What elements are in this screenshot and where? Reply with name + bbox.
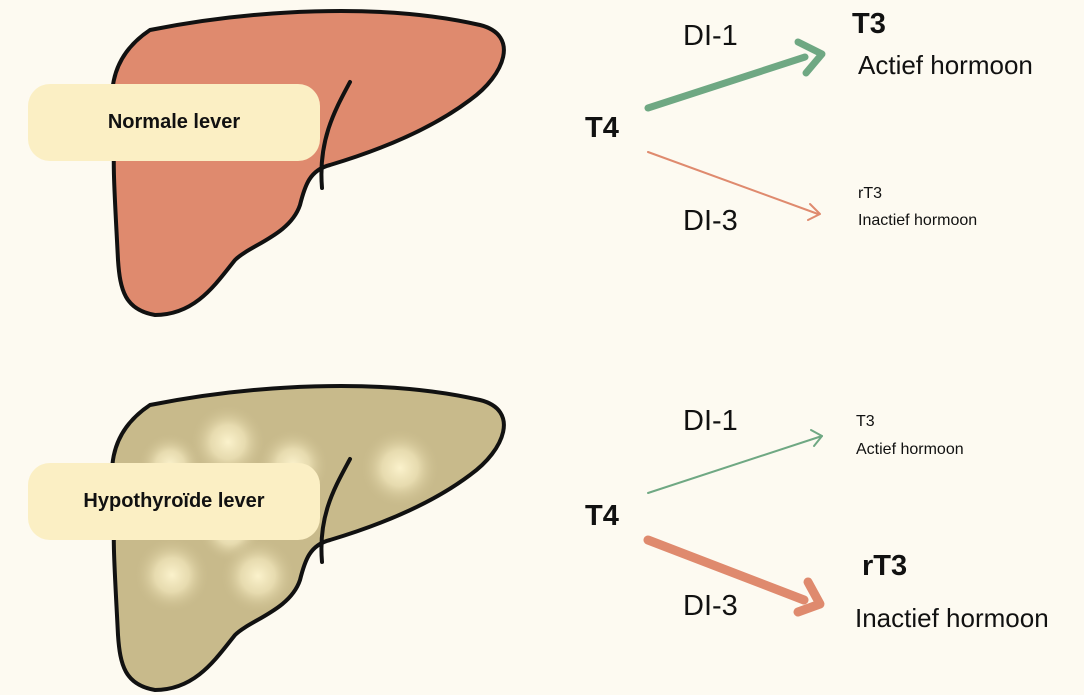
normal-liver bbox=[112, 11, 504, 315]
hypo-down-product: rT3 bbox=[862, 550, 907, 583]
hypo-down-desc: Inactief hormoon bbox=[855, 603, 1049, 634]
normal-down-product: rT3 bbox=[858, 185, 882, 203]
normal-up-desc: Actief hormoon bbox=[858, 50, 1033, 81]
hypo-up-arrow bbox=[648, 430, 822, 493]
hypo-up-desc: Actief hormoon bbox=[856, 441, 964, 459]
normal-down-enzyme: DI-3 bbox=[683, 205, 738, 238]
normal-up-enzyme: DI-1 bbox=[683, 20, 738, 53]
normal-liver-label: Normale lever bbox=[28, 84, 320, 161]
hypo-up-enzyme: DI-1 bbox=[683, 405, 738, 438]
hypo-up-product: T3 bbox=[856, 413, 875, 431]
hypo-liver-label: Hypothyroïde lever bbox=[28, 463, 320, 540]
normal-down-desc: Inactief hormoon bbox=[858, 212, 977, 230]
hypo-source-t4: T4 bbox=[585, 500, 619, 533]
normal-source-t4: T4 bbox=[585, 112, 619, 145]
normal-up-product: T3 bbox=[852, 8, 886, 41]
normal-liver-shape bbox=[112, 11, 504, 315]
hypo-down-enzyme: DI-3 bbox=[683, 590, 738, 623]
